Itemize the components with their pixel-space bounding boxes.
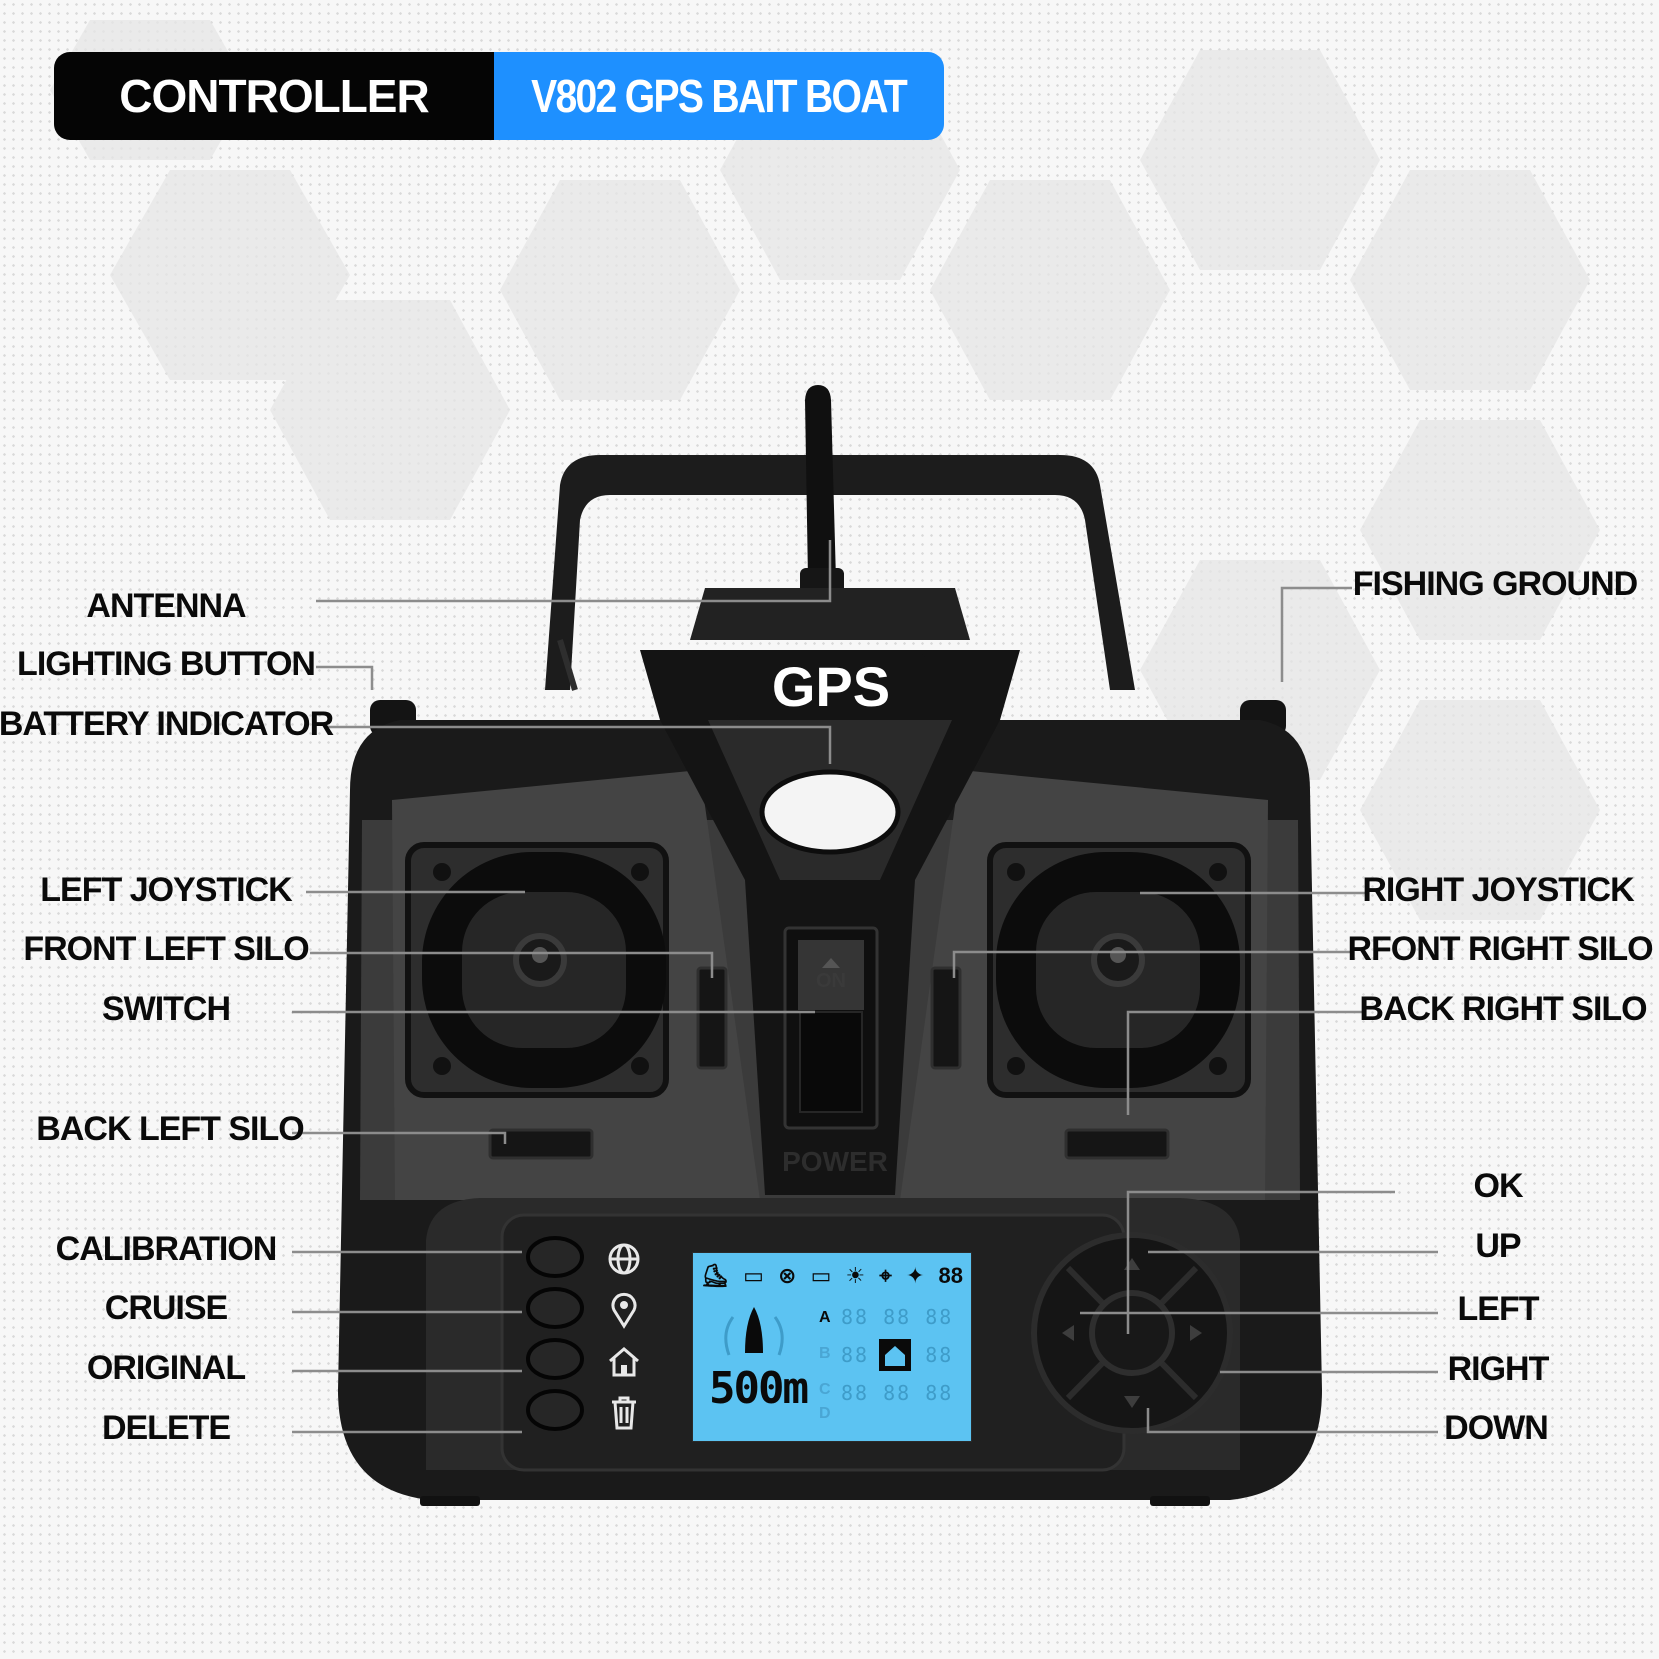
battery-icon: ▭ — [743, 1263, 764, 1288]
label-back-right-silo: BACK RIGHT SILO — [1359, 990, 1647, 1028]
battery-icon: ▭ — [810, 1263, 832, 1288]
carry-handle — [545, 455, 1135, 690]
boat-silhouette-icon — [724, 1307, 784, 1356]
label-right: RIGHT — [1447, 1350, 1550, 1388]
calibration-button — [526, 1236, 584, 1278]
target-icon: ⊗ — [778, 1263, 797, 1288]
label-cruise: CRUISE — [104, 1289, 228, 1327]
leader-front-left-silo — [310, 951, 714, 978]
lcd-row-c: C — [819, 1381, 831, 1398]
label-front-right-silo: RFONT RIGHT SILO — [1347, 930, 1653, 968]
label-left: LEFT — [1457, 1290, 1540, 1328]
leader-back-left-silo — [292, 1131, 507, 1144]
label-original: ORIGINAL — [86, 1349, 246, 1387]
satellite-icon: ✦ — [905, 1263, 925, 1288]
leader-ok — [1126, 1190, 1395, 1334]
lcd-row-a: A — [819, 1309, 831, 1326]
label-switch: SWITCH — [101, 990, 231, 1028]
label-antenna: ANTENNA — [86, 587, 246, 625]
home-icon — [609, 1347, 639, 1377]
trash-icon — [612, 1396, 636, 1430]
leader-fishing-ground — [1280, 586, 1352, 682]
left-arrow-icon — [1062, 1325, 1074, 1341]
leader-antenna — [316, 540, 832, 603]
switch-on-label: ON — [816, 970, 846, 992]
boat-icon: ⛸ — [701, 1263, 729, 1288]
original-button — [526, 1338, 584, 1380]
label-fishing-ground: FISHING GROUND — [1352, 565, 1638, 603]
left-joystick — [405, 842, 669, 1098]
banner-product-text: V802 GPS BAIT BOAT — [531, 70, 909, 122]
front-right-silo-slider — [930, 966, 962, 1070]
label-lighting-button: LIGHTING BUTTON — [17, 645, 316, 683]
down-arrow-icon — [1124, 1396, 1140, 1408]
crosshair-icon: ⌖ — [879, 1263, 892, 1288]
right-joystick — [987, 842, 1251, 1098]
label-battery-indicator: BATTERY INDICATOR — [0, 705, 334, 743]
location-pin-icon — [611, 1292, 637, 1329]
lcd-screen: ⛸ ▭ ⊗ ▭ ☀ ⌖ ✦ 88 500m A B C D 88 88 88 8… — [692, 1252, 972, 1442]
lcd-segment-row-a: 88 88 88 — [841, 1305, 954, 1329]
lcd-segment-row-c: 88 88 88 — [841, 1381, 954, 1405]
cruise-button — [526, 1287, 584, 1329]
label-up: UP — [1475, 1227, 1521, 1265]
label-down: DOWN — [1444, 1409, 1549, 1447]
lcd-status-bar: ⛸ ▭ ⊗ ▭ ☀ ⌖ ✦ 88 — [701, 1259, 963, 1293]
label-ok: OK — [1473, 1167, 1524, 1205]
center-y-panel — [640, 650, 1020, 1195]
signal-value: 88 — [938, 1263, 963, 1288]
lcd-row-b: B — [819, 1345, 831, 1362]
leader-lighting-button — [316, 665, 374, 690]
label-back-left-silo: BACK LEFT SILO — [36, 1110, 304, 1148]
lcd-row-d: D — [819, 1405, 831, 1422]
home-marker-icon — [879, 1339, 911, 1371]
light-bulb-icon: ☀ — [845, 1263, 866, 1288]
back-left-silo-slider — [488, 1128, 594, 1160]
banner-product-label: V802 GPS BAIT BOAT — [494, 52, 944, 140]
power-switch-slider — [799, 1011, 863, 1113]
right-arrow-icon — [1190, 1325, 1202, 1341]
lcd-distance: 500m — [709, 1363, 809, 1414]
label-front-left-silo: FRONT LEFT SILO — [23, 930, 309, 968]
banner-controller-label: CONTROLLER — [54, 52, 494, 140]
label-delete: DELETE — [101, 1409, 231, 1447]
label-left-joystick: LEFT JOYSTICK — [40, 871, 292, 909]
label-calibration: CALIBRATION — [55, 1230, 278, 1268]
power-label: POWER — [782, 1146, 888, 1177]
back-right-silo-slider — [1064, 1128, 1170, 1160]
leader-down — [1146, 1408, 1438, 1434]
leader-battery-indicator — [326, 725, 832, 764]
battery-indicator — [759, 769, 901, 855]
label-right-joystick: RIGHT JOYSTICK — [1362, 871, 1634, 909]
leader-back-right-silo — [1126, 1010, 1364, 1115]
delete-button — [526, 1389, 584, 1431]
globe-icon — [608, 1243, 640, 1275]
leader-front-right-silo — [952, 950, 1352, 978]
antenna — [805, 385, 836, 580]
title-banner: CONTROLLER V802 GPS BAIT BOAT — [54, 52, 944, 140]
gps-badge: GPS — [737, 654, 925, 718]
